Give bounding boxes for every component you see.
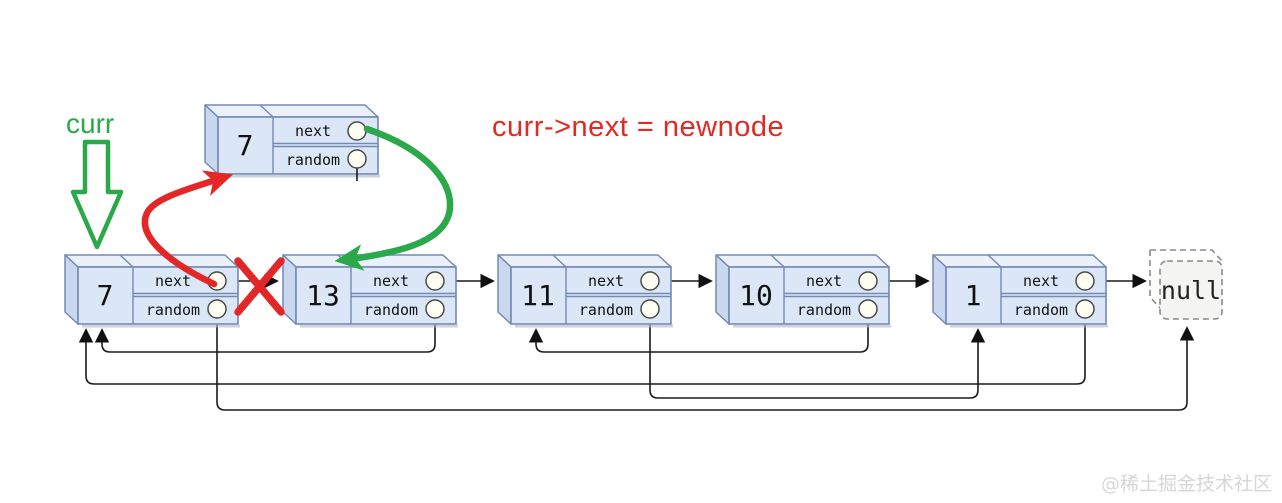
node-side-face — [204, 104, 219, 175]
node-value: 7 — [237, 129, 254, 162]
next-pointer-dot — [425, 271, 445, 291]
next-pointer-dot — [1075, 271, 1095, 291]
node-divider-slant — [770, 254, 785, 268]
null-side-edge — [1149, 250, 1161, 309]
field-label-next: next — [1023, 272, 1059, 290]
random-edge-10-to-11 — [528, 318, 869, 353]
node-side-face — [497, 254, 512, 325]
null-box: null — [1149, 249, 1223, 320]
curr-pointer-annotation: curr — [66, 108, 124, 250]
null-label: null — [1161, 276, 1221, 305]
random-pointer-dot — [425, 299, 445, 319]
field-label-random: random — [797, 301, 851, 319]
cross-stroke — [234, 257, 285, 316]
random-pointer-dot — [640, 299, 660, 319]
null-top-edge — [1150, 249, 1223, 262]
red-arrow-to-newnode — [141, 170, 234, 288]
statement-annotation: curr->next = newnode — [492, 111, 784, 143]
random-edge-1-to-7 — [78, 318, 1086, 385]
field-label-random: random — [364, 301, 418, 319]
random-pointer-dot — [347, 149, 367, 169]
random-pointer-dot — [1075, 299, 1095, 319]
node-divider-slant — [552, 254, 567, 268]
node-10: 10 next random — [715, 254, 891, 328]
field-label-next: next — [295, 122, 331, 140]
field-label-next: next — [373, 272, 409, 290]
node-value: 10 — [739, 279, 773, 312]
random-pointer-dot — [207, 299, 227, 319]
field-label-random: random — [146, 301, 200, 319]
node-side-face — [932, 254, 947, 325]
node-top-face — [932, 254, 1107, 268]
field-label-next: next — [588, 272, 624, 290]
null-front-face — [1159, 260, 1223, 320]
node-divider-slant — [987, 254, 1002, 268]
node-value: 13 — [306, 279, 340, 312]
field-label-next: next — [155, 272, 191, 290]
curr-label: curr — [66, 108, 114, 139]
node-7: 7 next random — [64, 254, 240, 328]
next-pointer-dot — [640, 271, 660, 291]
node-value: 11 — [521, 279, 555, 312]
curr-down-arrow-icon — [70, 139, 124, 250]
red-cross-out-icon — [234, 257, 285, 316]
watermark: @稀土掘金技术社区 — [1101, 473, 1272, 495]
node-13: 13 next random — [282, 254, 458, 328]
node-top-face — [204, 104, 379, 118]
node-1: 1 next random — [932, 254, 1108, 328]
field-label-random: random — [286, 151, 340, 169]
node-value: 7 — [97, 279, 114, 312]
random-edge-11-to-1 — [649, 318, 986, 399]
node-11: 11 next random — [497, 254, 673, 328]
next-pointer-dot — [858, 271, 878, 291]
node-side-face — [282, 254, 297, 325]
node-top-face — [715, 254, 890, 268]
node-top-face — [64, 254, 239, 268]
node-side-face — [64, 254, 79, 325]
node-newnode: 7 next random — [204, 104, 380, 181]
field-label-random: random — [1014, 301, 1068, 319]
node-side-face — [715, 254, 730, 325]
node-divider-slant — [259, 104, 274, 118]
random-pointer-dot — [858, 299, 878, 319]
node-top-face — [497, 254, 672, 268]
field-label-random: random — [579, 301, 633, 319]
node-value: 1 — [965, 279, 982, 312]
next-pointer-dot — [347, 121, 367, 141]
random-edge-13-to-7 — [94, 318, 436, 353]
random-edge-7-to-null — [216, 318, 1195, 411]
node-divider-slant — [119, 254, 134, 268]
field-label-next: next — [806, 272, 842, 290]
green-arrow-newnode-to-13 — [334, 125, 454, 271]
